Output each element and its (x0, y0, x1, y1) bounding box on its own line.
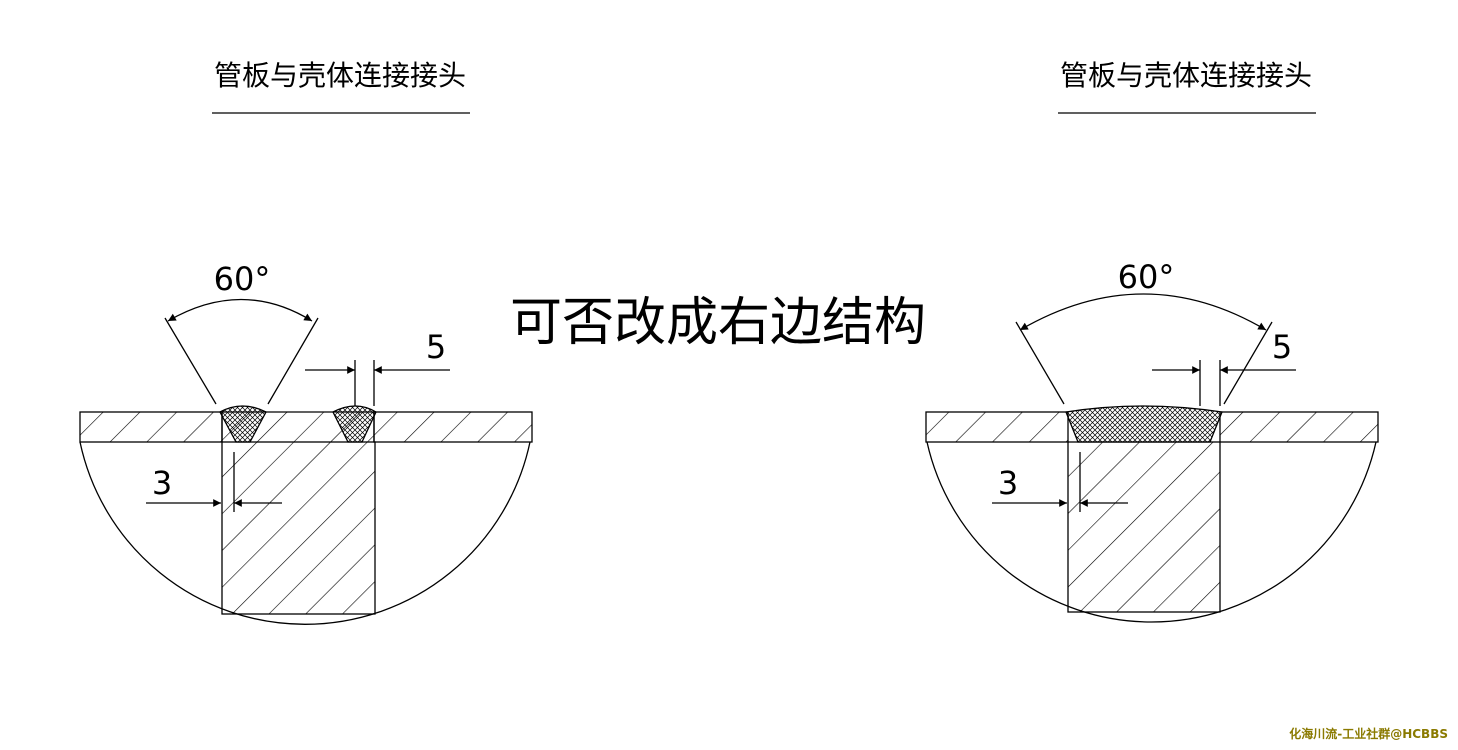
right-angle-leg-1 (1015, 321, 1065, 405)
left-shell-arc (79, 441, 531, 625)
left-tubesheet-plate-right (373, 411, 533, 443)
right-joint-drawing: 管板与壳体连接接头 60° 5 3 (925, 59, 1379, 623)
right-tubesheet-plate (925, 411, 1069, 443)
watermark: 化海川流-工业社群@HCBBS (1289, 727, 1448, 741)
left-gap-label: 5 (426, 328, 446, 366)
right-offset-label: 3 (998, 464, 1018, 502)
right-shell-arc (926, 441, 1377, 623)
right-angle-leg-2 (1223, 321, 1273, 405)
left-title: 管板与壳体连接接头 (214, 59, 466, 92)
right-gap-label: 5 (1272, 328, 1292, 366)
right-angle-arc (1019, 293, 1267, 331)
left-angle-leg-2 (267, 317, 319, 405)
right-angle-label: 60° (1118, 258, 1175, 296)
left-tubesheet-plate (79, 411, 223, 443)
right-weld (1065, 405, 1223, 443)
left-weld-1 (219, 405, 267, 443)
left-tube-wall (221, 441, 376, 615)
left-angle-leg-1 (164, 317, 217, 405)
left-angle-arc (167, 298, 313, 322)
right-title: 管板与壳体连接接头 (1060, 59, 1312, 92)
left-weld-2 (332, 405, 377, 443)
question-text: 可否改成右边结构 (510, 293, 926, 353)
left-offset-label: 3 (152, 464, 172, 502)
right-tube-wall (1067, 441, 1221, 613)
right-tubesheet-plate-right (1219, 411, 1379, 443)
left-angle-label: 60° (214, 260, 271, 298)
left-joint-drawing: 管板与壳体连接接头 60° 5 3 (79, 59, 533, 625)
